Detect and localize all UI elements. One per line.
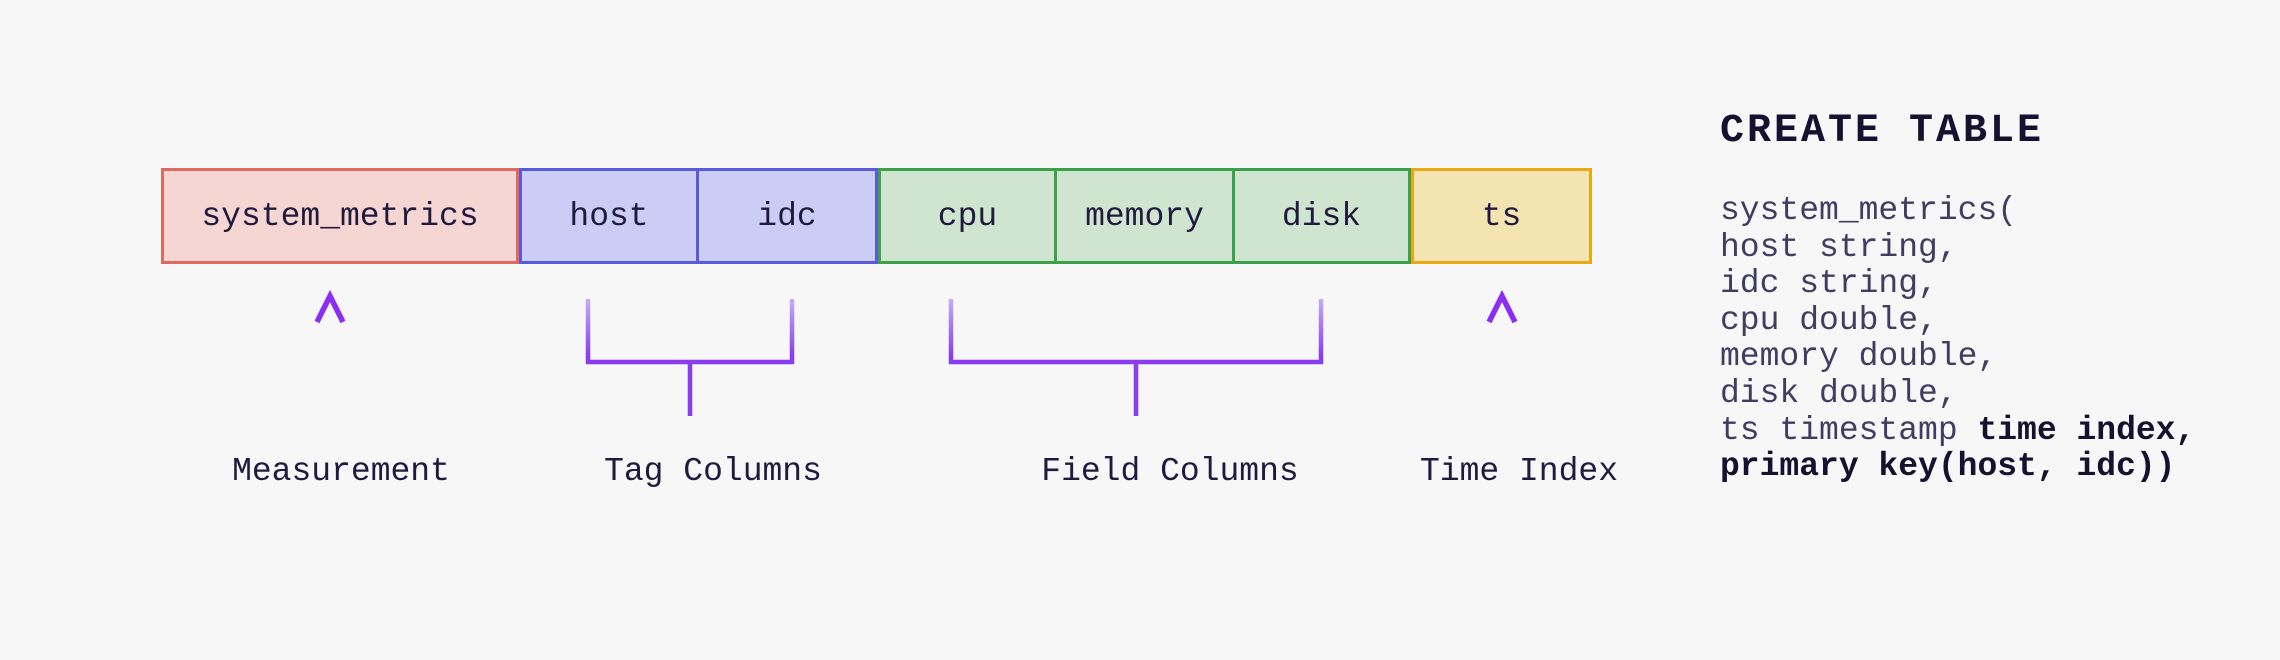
time-index-box-ts: ts [1411,168,1592,264]
sql-line-idc: idc string, [1720,265,1938,303]
sql-body: system_metrics( host string, idc string,… [1720,192,2196,486]
sql-line-ts: ts timestamp time index, [1720,411,2196,449]
sql-line-cpu: cpu double, [1720,301,1938,339]
tag-columns-label: Tag Columns [604,453,822,490]
field-columns-bracket-icon [948,299,1324,416]
measurement-up-arrow-icon [314,289,346,413]
field-column-box-memory: memory [1054,168,1235,264]
tag-columns-bracket-icon [585,299,795,416]
field-columns-label: Field Columns [1041,453,1299,490]
sql-line-table-name: system_metrics( [1720,192,2018,229]
sql-line-disk: disk double, [1720,374,1958,412]
sql-line-host: host string, [1720,228,1958,266]
time-index-up-arrow-icon [1486,289,1518,413]
sql-heading: CREATE TABLE [1720,109,2045,154]
field-column-box-cpu: cpu [878,168,1057,264]
sql-line-memory: memory double, [1720,338,1998,376]
tag-column-box-host: host [519,168,699,264]
tag-column-box-idc: idc [696,168,878,264]
measurement-box: system_metrics [161,168,519,264]
time-index-label: Time Index [1419,453,1619,490]
field-column-box-disk: disk [1232,168,1411,264]
create-table-sql-panel: CREATE TABLE system_metrics( host string… [1720,110,2195,486]
measurement-label: Measurement [232,453,450,490]
sql-line-primary-key: primary key(host, idc)) [1720,448,2176,486]
